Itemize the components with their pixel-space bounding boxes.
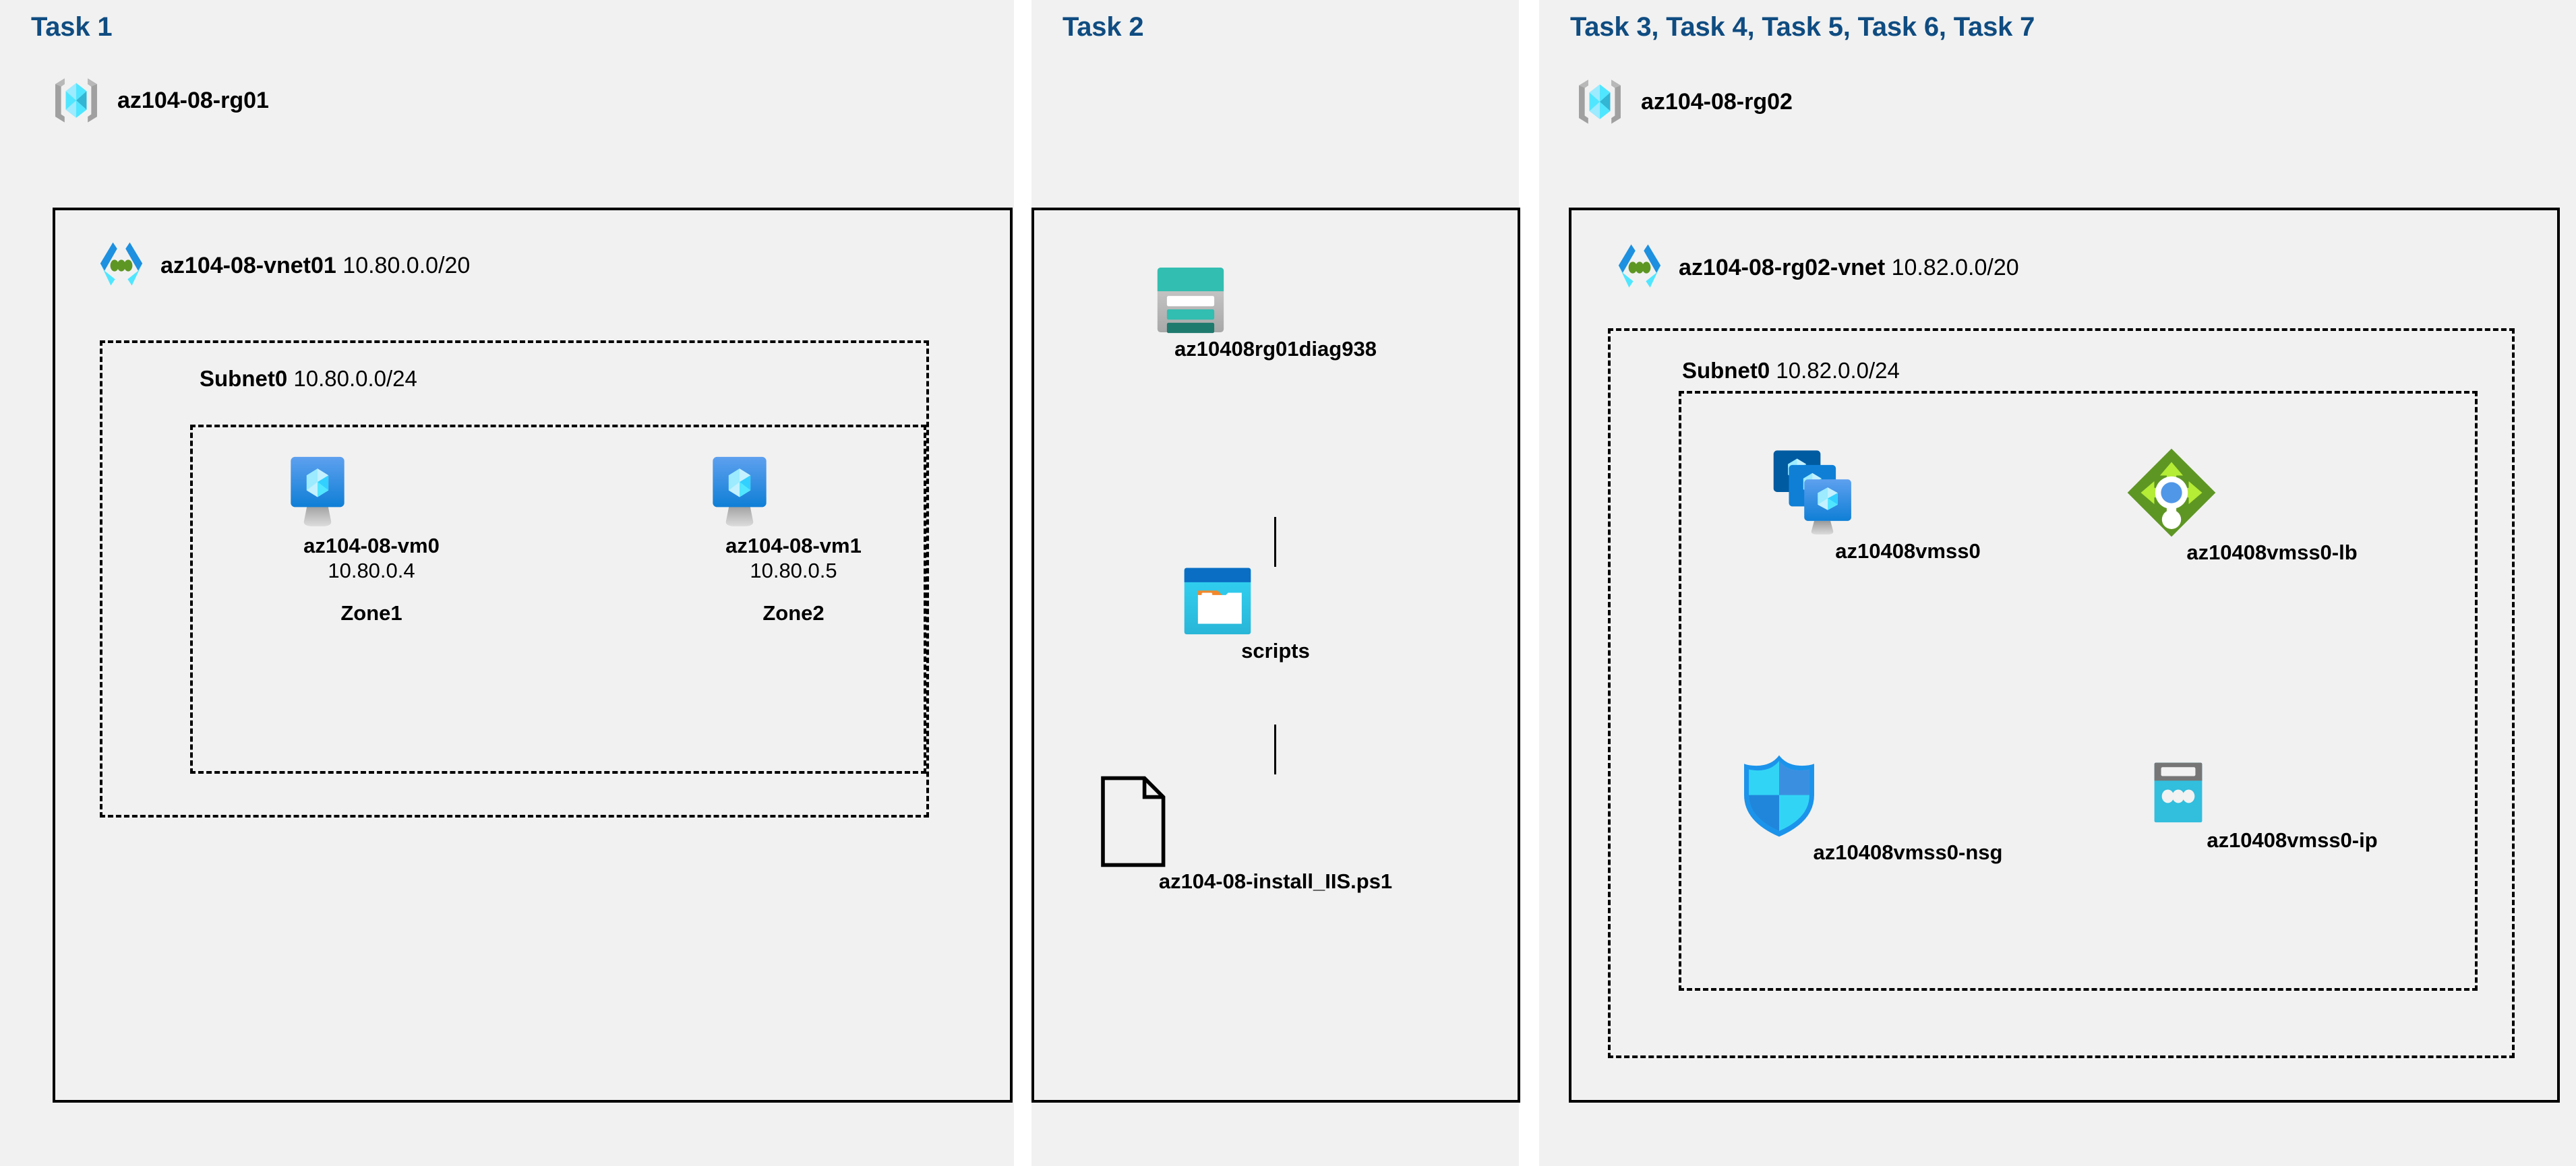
virtual-machine-az104-08-vm1[interactable]: az104-08-vm1 10.80.0.5 Zone2 [696,450,891,625]
vnet-az104-08-rg02-vnet[interactable]: az104-08-rg02-vnet 10.82.0.0/20 [1613,241,2019,294]
nsg-label: az10408vmss0-nsg [1813,840,2003,864]
vnet-az104-08-rg02-vnet-boundary [1569,208,2560,1103]
public-ip-address-az10408vmss0-ip[interactable]: az10408vmss0-ip [2140,758,2444,853]
panel-task-2 [1031,0,1519,1166]
load-balancer-az10408vmss0-lb[interactable]: az10408vmss0-lb [2124,445,2420,565]
resource-group-az104-08-rg01[interactable]: az104-08-rg01 [47,71,269,129]
load-balancer-label: az10408vmss0-lb [2186,541,2358,564]
public-ip-address-icon [2140,758,2444,828]
task-1-header: Task 1 [31,12,113,42]
panel-task-1 [0,0,1014,1166]
panel-task-3 [1539,0,2576,1166]
virtual-machine-icon [274,450,469,534]
blob-container-scripts[interactable]: scripts [1180,565,1371,663]
file-label: az104-08-install_IIS.ps1 [1158,869,1393,893]
load-balancer-icon [2124,445,2420,541]
virtual-machine-az104-08-vm0[interactable]: az104-08-vm0 10.80.0.4 Zone1 [274,450,469,625]
task-3-to-7-header: Task 3, Task 4, Task 5, Task 6, Task 7 [1570,12,2035,42]
blob-container-icon [1180,565,1371,639]
resource-group-icon [1571,73,1629,131]
virtual-machine-icon [696,450,891,534]
script-file-icon [1094,774,1458,869]
storage-account-label: az10408rg01diag938 [1174,337,1377,361]
vm-scale-set-az10408vmss0[interactable]: az10408vmss0 [1766,445,2049,563]
resource-group-icon [47,71,105,129]
vm-zone-label: Zone2 [762,601,825,625]
vm-ip-label: 10.80.0.4 [328,558,415,582]
resource-group-az104-08-rg02[interactable]: az104-08-rg02 [1571,73,1793,131]
vnet-az104-08-vnet01[interactable]: az104-08-vnet01 10.80.0.0/20 [94,239,470,292]
resource-group-label: az104-08-rg02 [1641,88,1793,115]
virtual-network-icon [94,239,148,292]
resource-group-label: az104-08-rg01 [117,87,269,113]
network-security-group-az10408vmss0-nsg[interactable]: az10408vmss0-nsg [1739,751,2076,865]
vm-ip-label: 10.80.0.5 [750,558,837,582]
storage-account-az10408rg01diag938[interactable]: az10408rg01diag938 [1151,263,1400,361]
subnet0-left-label: Subnet0 10.80.0.0/24 [200,366,417,391]
connector-storage-to-container [1274,517,1276,567]
vm-zone-label: Zone1 [340,601,402,625]
script-file-az104-08-install-iis-ps1[interactable]: az104-08-install_IIS.ps1 [1094,774,1458,894]
vnet-label: az104-08-vnet01 10.80.0.0/20 [160,252,471,278]
vnet-label: az104-08-rg02-vnet 10.82.0.0/20 [1679,254,2019,280]
availability-zones-boundary [190,425,926,774]
subnet0-right-label: Subnet0 10.82.0.0/24 [1682,358,1900,383]
subnet0-left-boundary [100,340,929,818]
vnet-az104-08-vnet01-boundary [53,208,1013,1103]
task-2-header: Task 2 [1062,12,1144,42]
task-2-boundary [1031,208,1520,1103]
subnet0-right-boundary [1608,328,2515,1058]
connector-container-to-file [1274,725,1276,774]
vm-scale-set-icon [1766,445,2049,539]
container-label: scripts [1241,639,1310,663]
network-security-group-icon [1739,751,2076,840]
storage-account-icon [1151,263,1400,337]
public-ip-label: az10408vmss0-ip [2207,828,2378,852]
subnet-resources-boundary [1679,391,2478,991]
vmss-label: az10408vmss0 [1835,539,1981,563]
vm-name-label: az104-08-vm1 [725,534,862,557]
virtual-network-icon [1613,241,1667,294]
vm-name-label: az104-08-vm0 [303,534,440,557]
